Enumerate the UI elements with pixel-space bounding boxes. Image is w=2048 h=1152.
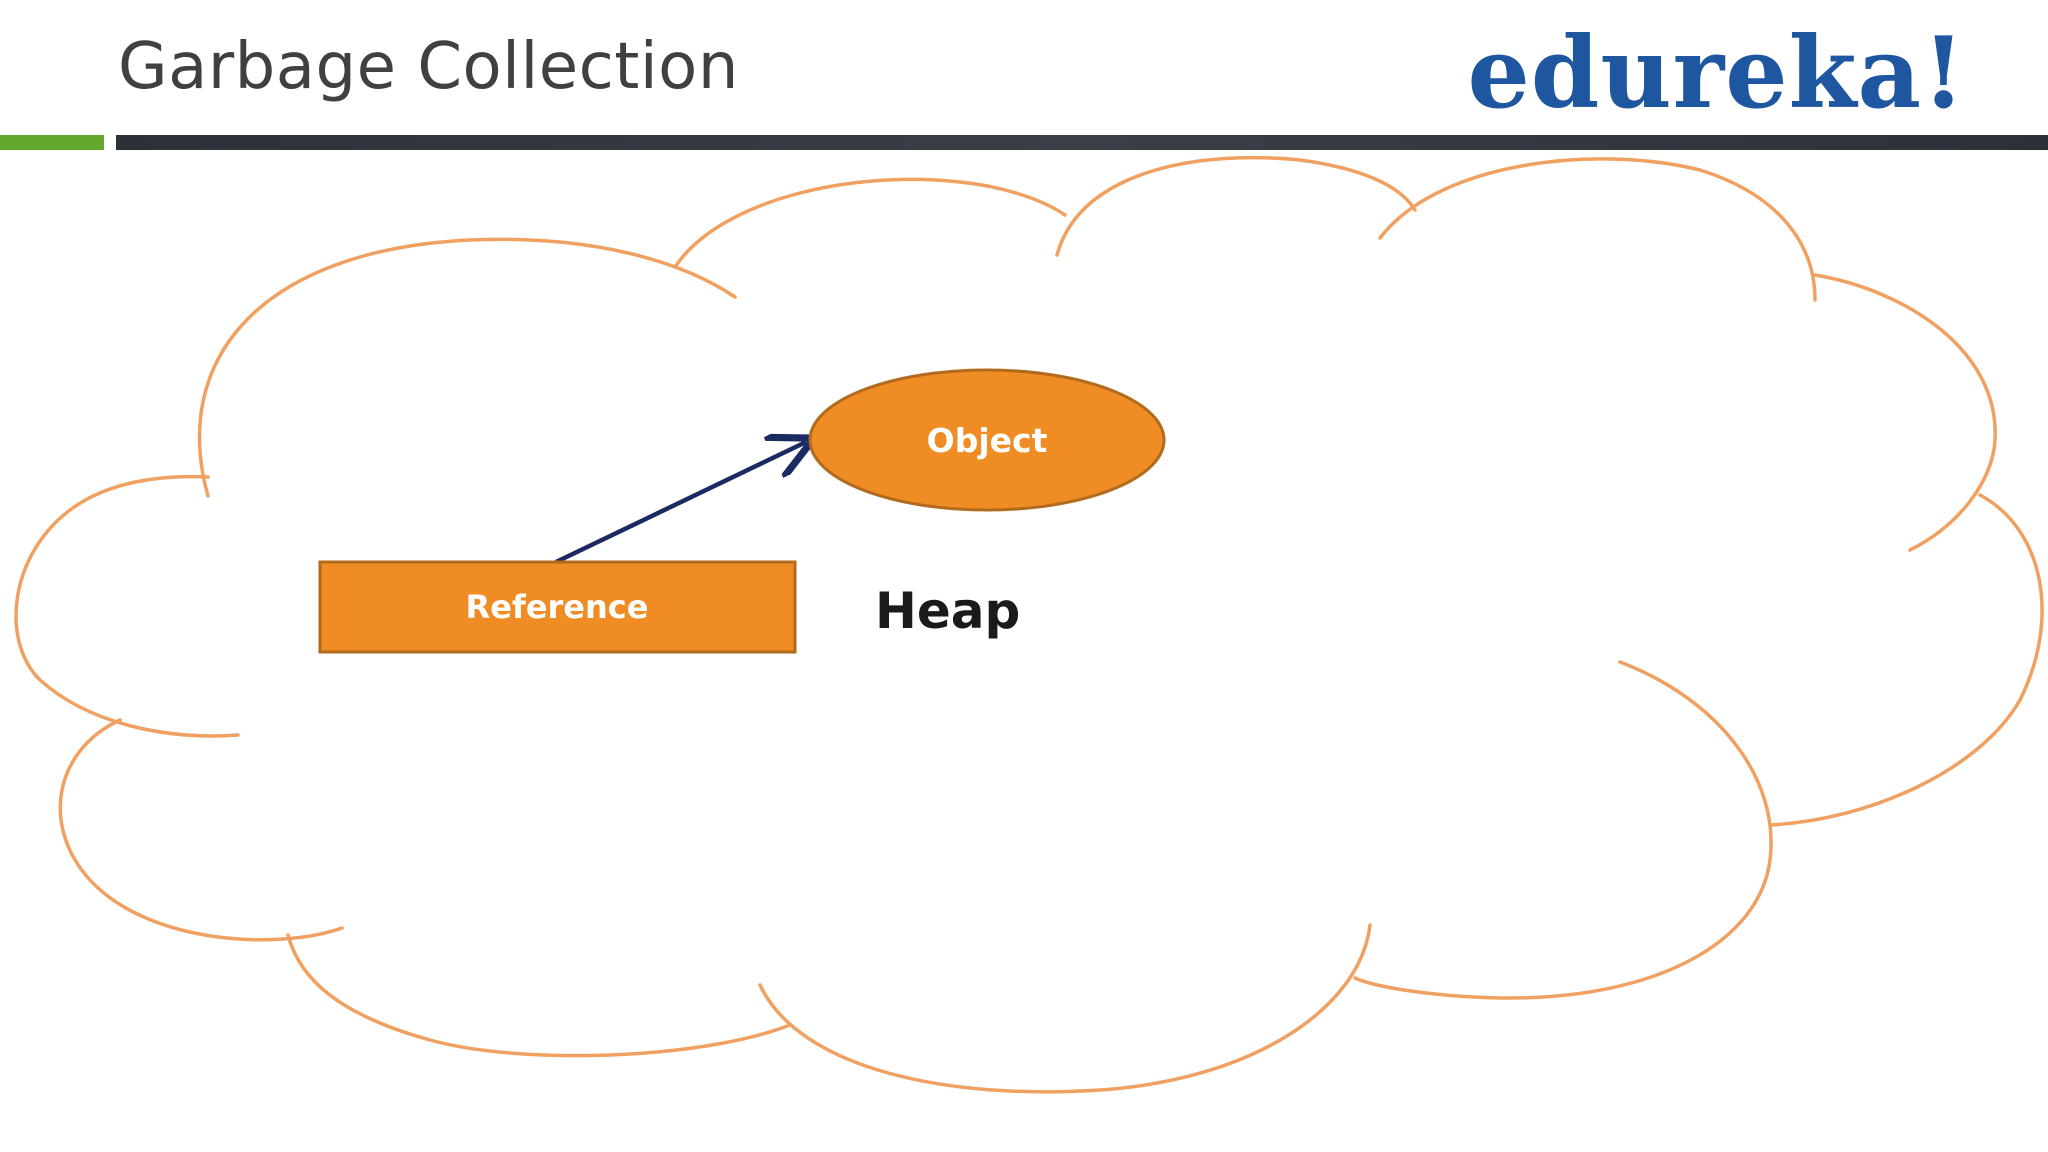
header-divider-bar (116, 135, 2048, 150)
object-ellipse (808, 368, 1166, 512)
object-node: Object (808, 368, 1166, 512)
reference-box (318, 560, 797, 654)
slide-title: Garbage Collection (118, 30, 739, 104)
reference-arrow (555, 442, 806, 565)
object-label: Object (927, 421, 1048, 460)
reference-label: Reference (466, 588, 649, 626)
heap-label: Heap (875, 582, 1020, 640)
heap-cloud-shape (14, 155, 2044, 1094)
edureka-logo: edureka! (1467, 16, 1966, 131)
reference-node: Reference (318, 560, 797, 654)
heap-diagram: Reference Object Heap (14, 155, 2044, 1094)
green-accent-bar (0, 135, 104, 150)
